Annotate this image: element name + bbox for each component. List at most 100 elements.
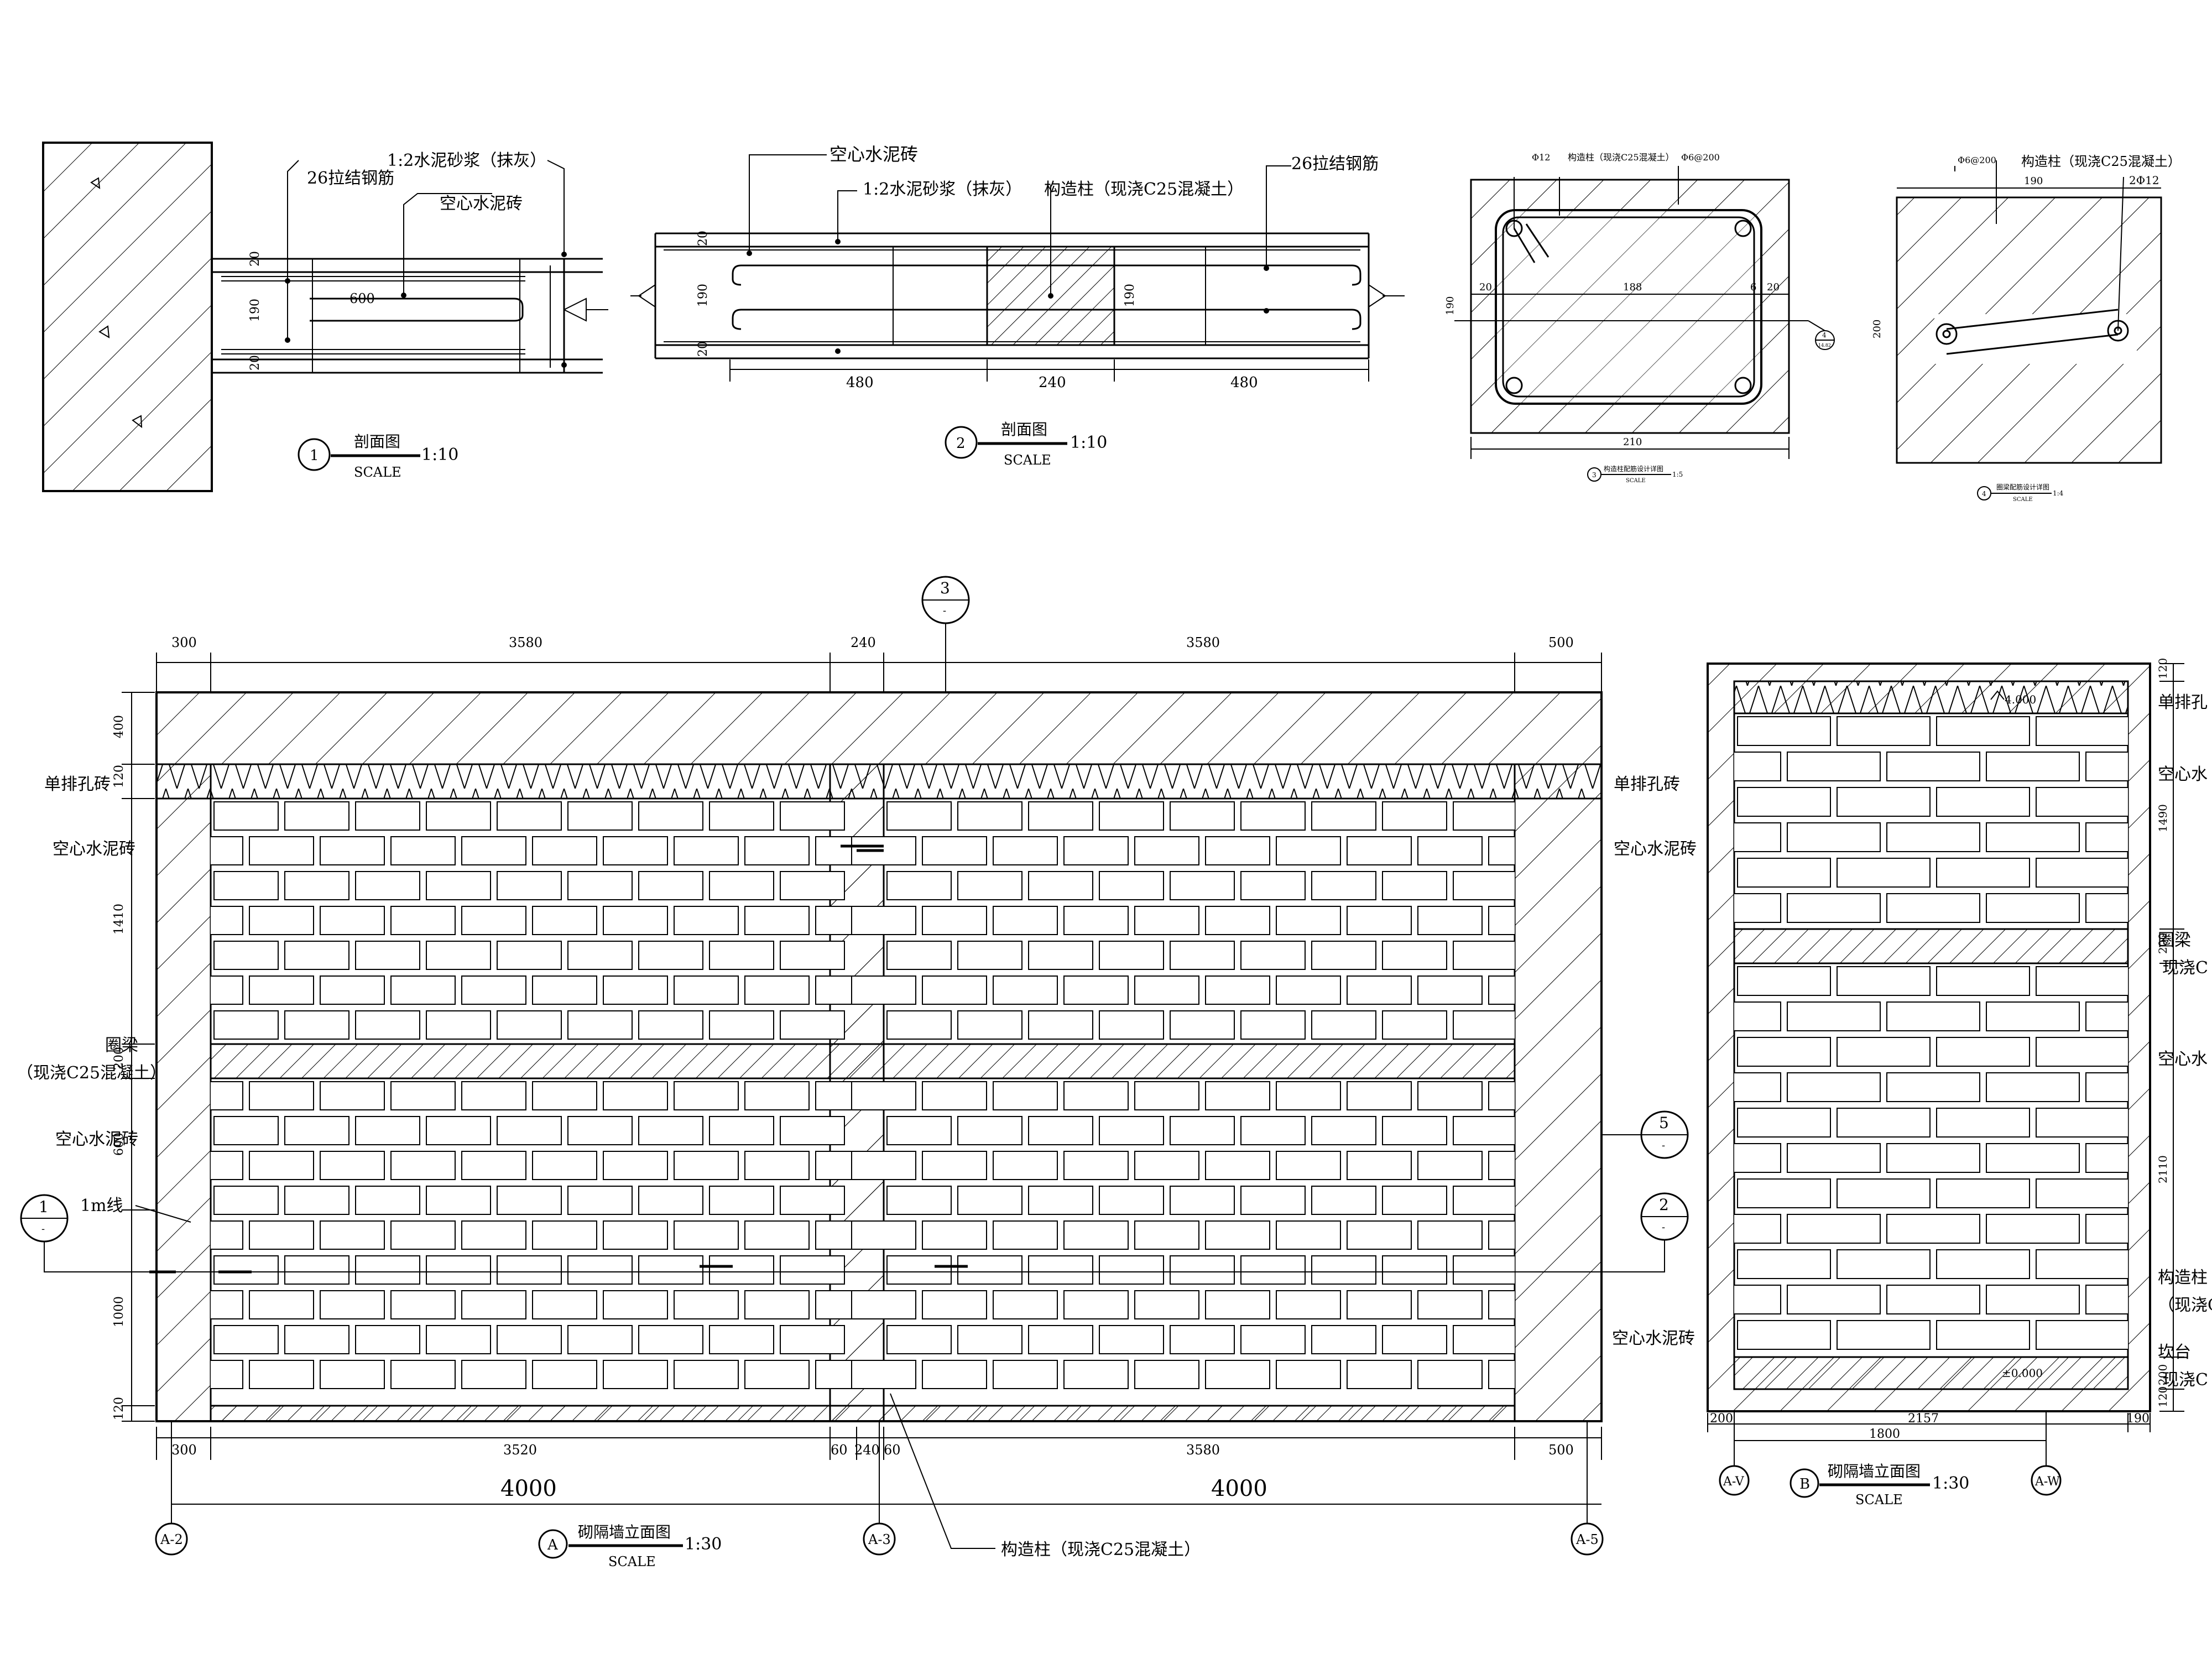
brick — [355, 1325, 420, 1354]
brick — [1453, 941, 1515, 970]
brick — [1737, 858, 1831, 888]
brick — [1134, 1151, 1199, 1180]
elevation-a-left-dim-200: 200 — [112, 1047, 126, 1070]
brick — [1063, 836, 1129, 865]
brick — [1099, 1116, 1164, 1145]
brick — [674, 975, 739, 1005]
axis-a3: A-3 — [868, 1532, 891, 1547]
brick — [1734, 893, 1781, 923]
brick — [780, 1325, 845, 1354]
brick — [1276, 1290, 1341, 1319]
brick — [922, 1360, 987, 1389]
brick — [957, 1186, 1022, 1215]
brick — [1787, 1143, 1881, 1173]
section-1-scale-word: SCALE — [354, 465, 401, 480]
brick — [390, 1290, 456, 1319]
brick — [851, 1220, 916, 1250]
brick — [1311, 1186, 1376, 1215]
elevation-b-scale-word: SCALE — [1855, 1492, 1903, 1507]
brick — [957, 1010, 1022, 1040]
elevation-a-callout-left-sub: - — [41, 1223, 45, 1235]
brick — [603, 1081, 668, 1110]
brick — [284, 1010, 349, 1040]
brick — [1276, 1151, 1341, 1180]
elevation-b-scale: 1:30 — [1932, 1474, 1969, 1493]
brick — [2085, 1143, 2128, 1173]
brick — [1886, 1143, 1980, 1173]
brick — [567, 941, 633, 970]
brick — [851, 906, 916, 935]
brick — [709, 1186, 774, 1215]
brick — [1936, 1178, 2030, 1208]
elevation-a-callout-5-num: 5 — [1659, 1114, 1669, 1132]
brick — [213, 1116, 279, 1145]
elevation-b-right-dim-3: 200 — [2156, 933, 2169, 954]
brick — [709, 941, 774, 970]
brick — [1936, 858, 2030, 888]
brick — [249, 1151, 314, 1180]
elevation-a-label-ring-beam-note: （现浇C25混凝土） — [17, 1063, 166, 1083]
brick — [1170, 1255, 1235, 1285]
brick — [1734, 1214, 1781, 1244]
brick — [1488, 906, 1515, 935]
brick — [603, 1151, 668, 1180]
brick — [1986, 752, 2080, 781]
brick — [1936, 1037, 2030, 1067]
brick — [497, 1116, 562, 1145]
brick — [1986, 893, 2080, 923]
brick — [922, 1220, 987, 1250]
elevation-b-ring-beam — [1733, 928, 2129, 964]
brick — [603, 1220, 668, 1250]
axis-av-bubble — [1719, 1465, 1750, 1496]
brick — [2036, 1037, 2128, 1067]
brick — [497, 1186, 562, 1215]
brick — [1205, 836, 1270, 865]
brick — [1837, 1249, 1931, 1279]
brick — [1028, 1186, 1093, 1215]
brick — [1936, 716, 2030, 746]
brick — [1240, 1010, 1306, 1040]
brick — [567, 871, 633, 900]
brick — [249, 836, 314, 865]
brick — [1134, 1220, 1199, 1250]
brick — [249, 975, 314, 1005]
section-4-dim-190: 190 — [2024, 175, 2043, 187]
elevation-a-callout-left-num: 1 — [39, 1198, 49, 1216]
section-1-dim-20a: 20 — [248, 251, 262, 267]
elevation-b-brickwork — [1734, 716, 2128, 1350]
elevation-a-label-single-row: 单排孔砖 — [44, 775, 111, 794]
brick — [1205, 1360, 1270, 1389]
elevation-b-label-sill-note: 现浇C — [2162, 1370, 2208, 1390]
elevation-a-top-dim-3: 240 — [851, 635, 876, 650]
brick — [1936, 1249, 2030, 1279]
brick — [674, 906, 739, 935]
elevation-b: 4.000 ±0.000 120 1490 200 2110 200 120 单… — [1707, 658, 2212, 1507]
brick — [1936, 787, 2030, 817]
section-3-dim-20r: 20 — [1767, 281, 1780, 293]
brick — [1099, 801, 1164, 831]
brick — [532, 906, 597, 935]
brick — [1347, 1220, 1412, 1250]
brick — [1311, 1255, 1376, 1285]
section-2-scale-word: SCALE — [1004, 452, 1051, 468]
brick — [709, 1116, 774, 1145]
brick — [603, 836, 668, 865]
brick — [355, 1010, 420, 1040]
brick — [886, 1325, 952, 1354]
brick — [1347, 1151, 1412, 1180]
brick — [1453, 1186, 1515, 1215]
elevation-a-callout-2-num: 2 — [1659, 1196, 1669, 1214]
brick — [851, 975, 916, 1005]
elevation-b-level-bottom: ±0.000 — [2002, 1366, 2043, 1380]
elevation-a-callout-top-num: 3 — [940, 579, 950, 597]
brick — [567, 1255, 633, 1285]
brick — [1737, 1108, 1831, 1138]
brick — [1737, 716, 1831, 746]
section-1-detail: 26拉结钢筋 1:2水泥砂浆（抹灰） 空心水泥砖 20 190 20 600 1… — [42, 142, 608, 492]
brick — [1787, 893, 1881, 923]
brick — [497, 1325, 562, 1354]
brick — [1787, 1285, 1881, 1314]
brick — [709, 1010, 774, 1040]
elevation-a-right-block-top: 空心水泥砖 — [1614, 839, 1697, 859]
